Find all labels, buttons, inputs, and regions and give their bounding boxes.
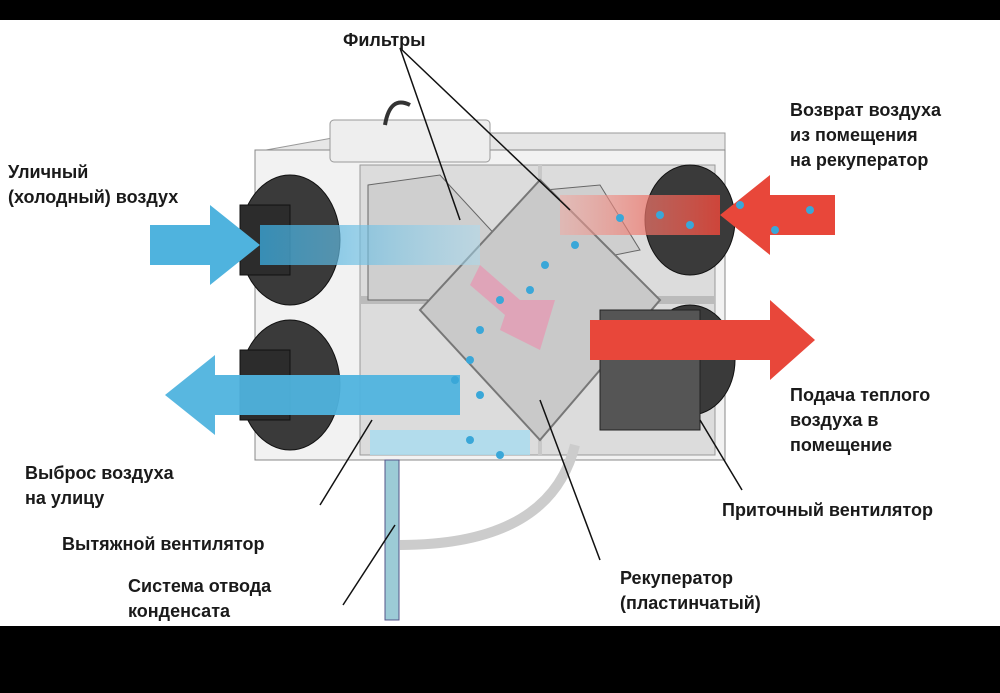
mixed-air-arrow xyxy=(470,265,555,350)
condensate-droplets xyxy=(451,201,814,459)
label-return-air: Возврат воздуха из помещения на рекупера… xyxy=(790,98,941,173)
condensate-tray xyxy=(370,430,530,455)
label-line: из помещения xyxy=(790,125,918,145)
bottom-black-bar xyxy=(0,626,1000,693)
label-filters: Фильтры xyxy=(343,30,426,50)
supply-air-arrow xyxy=(590,300,815,380)
label-line: Возврат воздуха xyxy=(790,100,942,120)
label-line: Выброс воздуха xyxy=(25,463,174,483)
label-exhaust-fan: Вытяжной вентилятор xyxy=(62,534,265,554)
label-line: воздуха в xyxy=(790,410,879,430)
outdoor-air-arrow xyxy=(150,205,260,285)
label-line: на рекуператор xyxy=(790,150,929,170)
label-supply-air: Подача теплого воздуха в помещение xyxy=(790,383,930,458)
control-box xyxy=(329,119,491,163)
label-exhaust-air: Выброс воздуха на улицу xyxy=(25,461,174,511)
label-line: помещение xyxy=(790,435,893,455)
label-line: Уличный xyxy=(8,162,89,182)
label-line: на улицу xyxy=(25,488,105,508)
leader-lines xyxy=(319,47,743,606)
label-line: Рекуператор xyxy=(620,568,734,588)
label-line: (холодный) воздух xyxy=(8,187,179,207)
label-supply-fan: Приточный вентилятор xyxy=(722,500,933,520)
label-line: Система отвода xyxy=(128,576,272,596)
drain-pipe xyxy=(384,459,400,621)
label-line: конденсата xyxy=(128,601,231,621)
return-air-arrow xyxy=(720,175,835,255)
label-recuperator: Рекуператор (пластинчатый) xyxy=(620,566,761,616)
label-line: (пластинчатый) xyxy=(620,593,761,613)
exhaust-air-arrow xyxy=(165,355,460,435)
top-black-bar xyxy=(0,0,1000,20)
label-line: Подача теплого xyxy=(790,385,931,405)
label-condensate: Система отвода конденсата xyxy=(128,574,271,624)
label-outdoor-air: Уличный (холодный) воздух xyxy=(8,160,178,210)
